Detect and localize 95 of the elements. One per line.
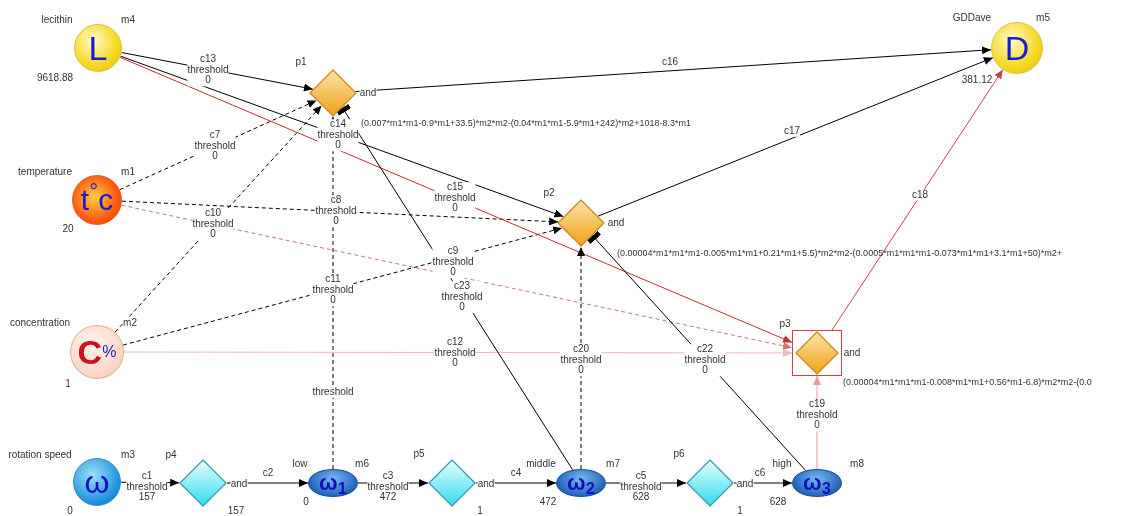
edge-label: c19 threshold 0: [796, 399, 838, 431]
transition-diamond: [179, 459, 227, 507]
transition-type: and: [843, 348, 861, 358]
place-id: m3: [121, 450, 135, 460]
place-id: m5: [1036, 13, 1050, 23]
transition-id: p2: [543, 188, 555, 198]
edge-label: threshold: [312, 386, 354, 398]
arrow: [119, 56, 793, 343]
place-circle: [991, 22, 1043, 74]
edge-label: c7 threshold 0: [194, 130, 236, 162]
arrow: [121, 200, 559, 226]
token-count: 628: [769, 497, 787, 507]
arrow: [597, 57, 994, 217]
arrow: [831, 69, 1004, 331]
place-ellipse: [792, 469, 842, 497]
transition-type: and: [230, 479, 248, 489]
place-name: GDDave: [952, 13, 992, 23]
place-circle: [73, 458, 121, 506]
edge-label: c11 threshold 0: [312, 274, 354, 306]
place-id: m2: [123, 318, 137, 328]
place-name: low: [292, 459, 308, 469]
transition-id: p3: [779, 319, 791, 329]
edge-label: c23 threshold 0: [441, 281, 483, 313]
formula-text: (0.00004*m1*m1*m1-0.008*m1*m1+0.56*m1-6.8)*m2*m2-(0.0: [843, 377, 1092, 387]
edge-label: c12 threshold 0: [434, 337, 476, 369]
token-count: 20: [62, 224, 74, 234]
edge-label: c5 threshold 628: [620, 471, 662, 503]
edge-label: c16: [661, 56, 679, 68]
place-symbol: %: [102, 344, 117, 360]
transition-id: p4: [165, 450, 177, 460]
token-count: 381.12: [961, 75, 993, 85]
edge-label: c10 threshold 0: [192, 208, 234, 240]
transition-id: p5: [413, 449, 425, 459]
edge-label: c18: [911, 189, 929, 201]
place-id: m1: [121, 167, 135, 177]
transition-diamond: [686, 459, 734, 507]
transition-type: and: [477, 479, 495, 489]
transition-diamond: [557, 199, 605, 247]
place-circle: [72, 175, 122, 225]
formula-text: (0.007*m1*m1-0.9*m1+33.5)*m2*m2-(0.04*m1*m1-5.9*m1+242)*m2+1018-8.3*m1: [361, 118, 691, 128]
formula-text: (0.00004*m1*m1*m1-0.005*m1*m1+0.21*m1+5.5)*m2*m2-(0.0005*m1*m1*m1-0.073*m1*m1+3.1*m1+50)*m2+: [617, 248, 1062, 258]
place-circle: [74, 24, 122, 72]
place-name: middle: [526, 459, 556, 469]
place-symbol: t$^{°}$c: [80, 185, 114, 215]
arrow: [120, 204, 793, 350]
place-id: m4: [121, 15, 135, 25]
place-symbol: C: [77, 335, 103, 369]
transition-type: and: [607, 218, 625, 228]
place-id: m8: [850, 459, 864, 469]
token-count: 157: [227, 506, 245, 516]
edge-label: c15 threshold 0: [434, 182, 476, 214]
place-name: rotation speed: [8, 450, 72, 460]
place-name: temperature: [18, 167, 72, 177]
place-circle: [70, 325, 124, 379]
edge-label: c2: [262, 467, 274, 479]
place-id: m6: [355, 459, 369, 469]
token-count: 9618.88: [36, 73, 74, 83]
arrow: [355, 46, 992, 92]
place-symbol: ω$_{2}$: [567, 472, 595, 494]
edge-label: c17: [783, 125, 801, 137]
place-symbol: ω: [84, 466, 110, 498]
place-name: concentration: [10, 318, 70, 328]
edge-label: c8 threshold 0: [315, 195, 357, 227]
arrow: [577, 246, 585, 470]
place-symbol: D: [1004, 31, 1030, 65]
transition-diamond: [309, 69, 357, 117]
token-count: 0: [67, 506, 73, 516]
edge-label: c22 threshold 0: [684, 344, 726, 376]
place-symbol: L: [88, 31, 108, 65]
place-name: high: [772, 459, 792, 469]
place-symbol: ω$_{3}$: [803, 472, 831, 494]
edge-label: c9 threshold 0: [432, 246, 474, 278]
edge-label: c14 threshold 0: [317, 119, 359, 151]
transition-id: p1: [295, 57, 307, 67]
place-id: m7: [606, 459, 620, 469]
token-count: 472: [539, 497, 557, 507]
transition-id: p6: [673, 449, 685, 459]
token-count: 0: [303, 497, 309, 507]
token-count: 1: [737, 506, 743, 516]
place-symbol: ω$_{1}$: [319, 472, 347, 494]
edge-label: c13 threshold 0: [187, 54, 229, 86]
transition-diamond: [428, 459, 476, 507]
transition-type: and: [359, 88, 377, 98]
edge-label: c20 threshold 0: [560, 344, 602, 376]
edge-label: c6: [754, 467, 766, 479]
place-ellipse: [308, 469, 358, 497]
place-ellipse: [556, 469, 606, 497]
token-count: 1: [477, 506, 483, 516]
edge-label: c3 threshold 472: [367, 471, 409, 503]
token-count: 1: [65, 379, 71, 389]
arrow: [114, 105, 323, 333]
edge-label: c1 threshold 157: [126, 471, 168, 503]
place-name: lecithin: [41, 15, 73, 25]
transition-type: and: [736, 479, 754, 489]
edge-label: c4: [510, 467, 522, 479]
